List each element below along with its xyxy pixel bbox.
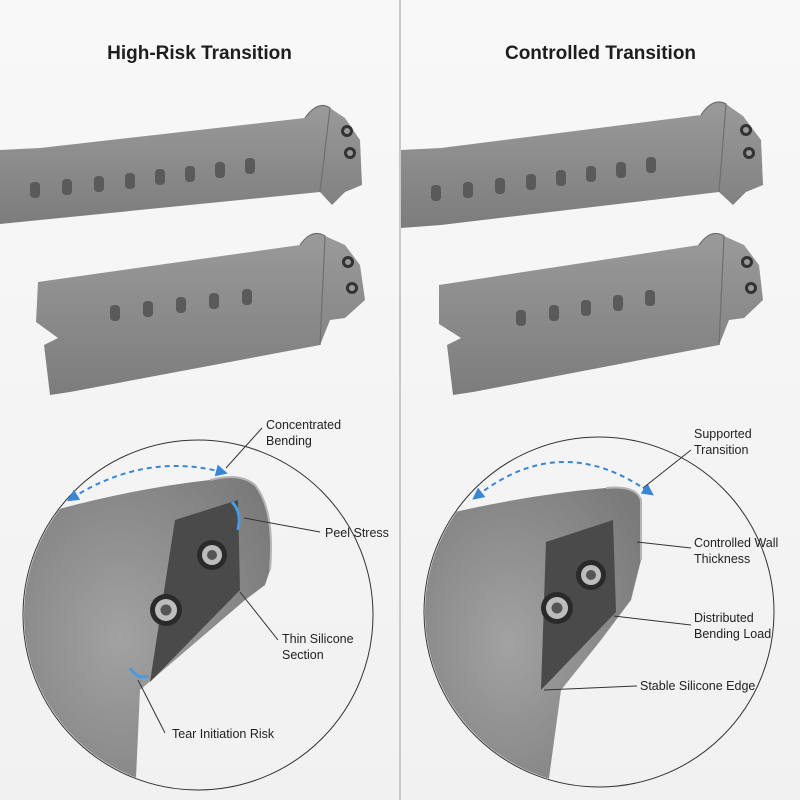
strap-hole — [645, 290, 655, 306]
strap-hole — [613, 295, 623, 311]
callout-tear-risk: Tear Initiation Risk — [172, 727, 275, 741]
leader-line — [225, 427, 263, 469]
leader-line — [243, 517, 321, 533]
strap-short — [439, 232, 763, 395]
controlled-panel: Controlled Transition — [401, 0, 800, 800]
callout-stable-edge: Stable Silicone Edge — [640, 679, 756, 693]
strap-long — [0, 105, 362, 224]
strap-hole — [616, 162, 626, 178]
strap-hole — [495, 178, 505, 194]
strap-hole — [245, 158, 255, 174]
strap-hole — [463, 182, 473, 198]
strap-hole — [556, 170, 566, 186]
strap-hole — [549, 305, 559, 321]
zoomed-end-detail — [24, 475, 272, 789]
strap-hole — [242, 289, 252, 305]
leader-line — [543, 685, 638, 691]
strap-hole — [155, 169, 165, 185]
strap-long — [401, 101, 763, 228]
zoomed-end-detail — [425, 486, 642, 786]
stress-highlight — [230, 500, 241, 531]
high-risk-illustration — [0, 105, 374, 791]
strap-hole — [431, 185, 441, 201]
strap-hole — [62, 179, 72, 195]
strap-hole — [185, 166, 195, 182]
strap-hole — [526, 174, 536, 190]
bending-arrow — [66, 464, 228, 502]
leader-line — [137, 679, 166, 734]
panel-title-controlled: Controlled Transition — [504, 43, 697, 64]
callout-distributed-load: Distributed Bending Load — [694, 611, 772, 641]
strap-hole — [30, 182, 40, 198]
strap-hole — [143, 301, 153, 317]
leader-line — [239, 591, 279, 641]
strap-short — [36, 232, 365, 395]
strap-hole — [176, 297, 186, 313]
strap-hole — [209, 293, 219, 309]
zoom-circle — [22, 439, 374, 791]
strap-hole — [581, 300, 591, 316]
callout-concentrated-bending: Concentrated Bending — [266, 418, 342, 448]
callout-controlled-wall: Controlled Wall Thickness — [694, 536, 779, 566]
panel-title-high-risk: High-Risk Transition — [107, 43, 292, 64]
zoom-circle — [423, 436, 775, 788]
strap-hole — [516, 310, 526, 326]
stress-highlight — [128, 667, 149, 679]
controlled-illustration — [401, 101, 775, 788]
callout-peel-stress: Peel Stress — [325, 526, 389, 540]
leader-line — [636, 541, 692, 549]
callout-thin-silicone: Thin Silicone Section — [282, 632, 354, 662]
callout-supported-transition: Supported Transition — [694, 427, 752, 457]
strap-hole — [215, 162, 225, 178]
leader-line — [613, 615, 692, 626]
leader-line — [642, 449, 692, 489]
high-risk-panel: High-Risk Transition — [0, 0, 399, 800]
strap-hole — [646, 157, 656, 173]
strap-hole — [94, 176, 104, 192]
strap-hole — [110, 305, 120, 321]
panel-divider — [399, 0, 401, 800]
bending-arrow — [472, 461, 654, 500]
strap-hole — [586, 166, 596, 182]
strap-hole — [125, 173, 135, 189]
